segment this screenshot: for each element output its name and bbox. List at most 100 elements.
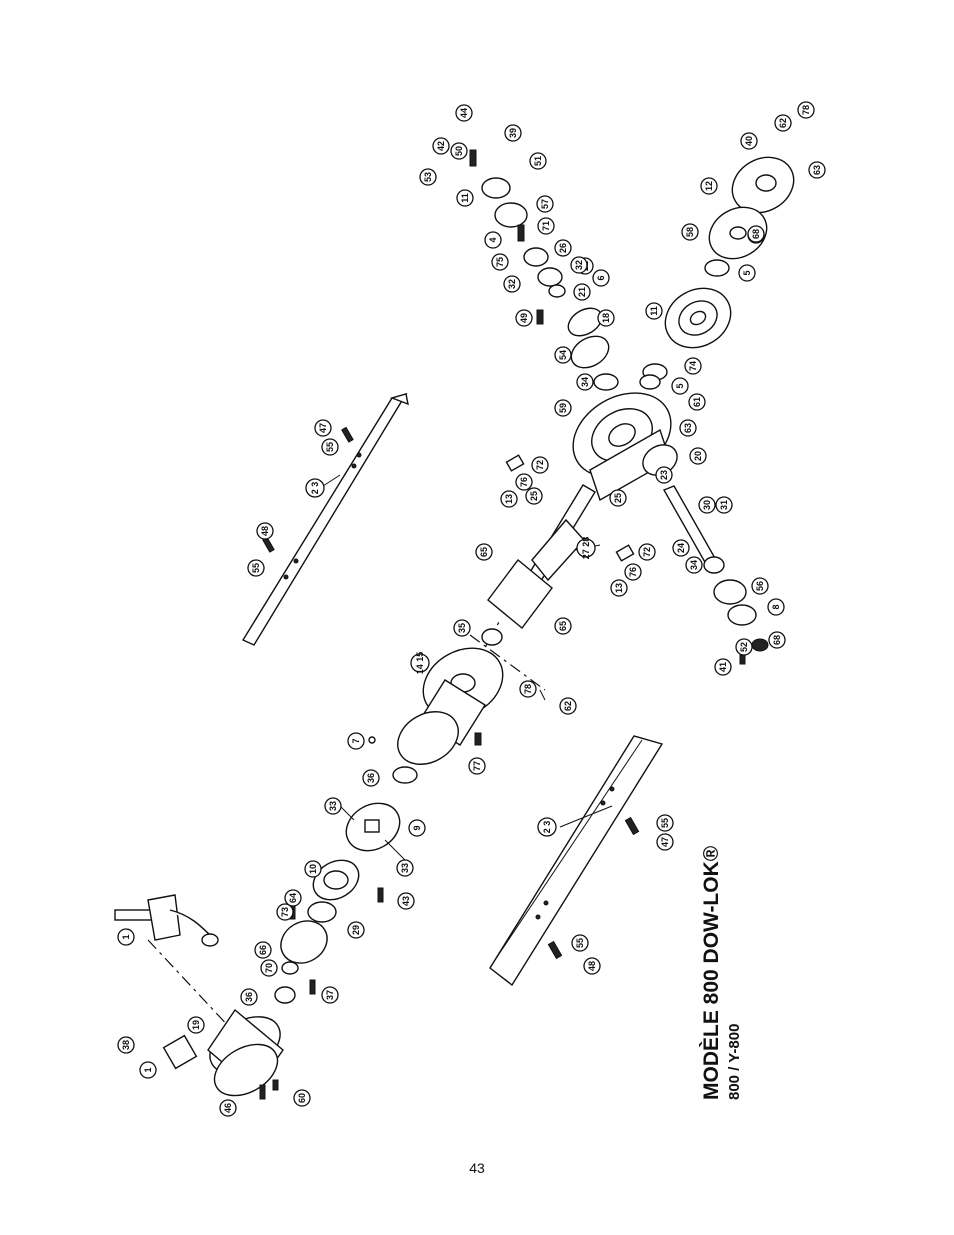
svg-text:40: 40 bbox=[744, 136, 754, 146]
callout-66: 66 bbox=[254, 941, 272, 959]
svg-text:30: 30 bbox=[702, 500, 712, 510]
callout-20: 20 bbox=[689, 447, 707, 465]
callout-8: 8 bbox=[767, 598, 785, 616]
svg-text:51: 51 bbox=[533, 156, 543, 166]
svg-text:58: 58 bbox=[685, 227, 695, 237]
svg-text:53: 53 bbox=[423, 172, 433, 182]
callout-21: 21 bbox=[573, 283, 591, 301]
svg-text:78: 78 bbox=[523, 684, 533, 694]
callout-27-28: 27 28 bbox=[576, 537, 596, 560]
callout-47a: 47 bbox=[314, 419, 332, 437]
callout-33b: 33 bbox=[396, 859, 414, 877]
callouts: 1 1 2 3 2 3 4 5 5 6 7 8 9 10 11 11 12 13… bbox=[117, 101, 826, 1117]
svg-text:13: 13 bbox=[504, 494, 514, 504]
svg-text:42: 42 bbox=[436, 141, 446, 151]
callout-52: 52 bbox=[735, 638, 753, 656]
callout-1b: 1 bbox=[139, 1061, 157, 1079]
svg-text:47: 47 bbox=[318, 423, 328, 433]
callout-63b: 63 bbox=[679, 419, 697, 437]
svg-text:39: 39 bbox=[508, 128, 518, 138]
lever-handle bbox=[114, 894, 219, 947]
svg-text:68: 68 bbox=[772, 635, 782, 645]
callout-75: 75 bbox=[491, 253, 509, 271]
svg-text:27 28: 27 28 bbox=[581, 537, 591, 560]
svg-text:55: 55 bbox=[251, 563, 261, 573]
callout-68a: 68 bbox=[747, 225, 765, 243]
svg-text:41: 41 bbox=[718, 662, 728, 672]
callout-70: 70 bbox=[260, 959, 278, 977]
svg-text:48: 48 bbox=[260, 526, 270, 536]
svg-text:1: 1 bbox=[121, 934, 131, 939]
svg-text:44: 44 bbox=[459, 108, 469, 118]
svg-text:38: 38 bbox=[121, 1040, 131, 1050]
callout-26: 26 bbox=[554, 239, 572, 257]
svg-text:59: 59 bbox=[558, 403, 568, 413]
svg-text:65: 65 bbox=[558, 621, 568, 631]
callout-55a: 55 bbox=[321, 438, 339, 456]
svg-text:34: 34 bbox=[689, 560, 699, 570]
callout-72a: 72 bbox=[531, 456, 549, 474]
svg-text:75: 75 bbox=[495, 257, 505, 267]
svg-text:76: 76 bbox=[519, 477, 529, 487]
svg-text:68: 68 bbox=[751, 229, 761, 239]
callout-11a: 11 bbox=[456, 189, 474, 207]
callout-40: 40 bbox=[740, 132, 758, 150]
svg-text:74: 74 bbox=[688, 361, 698, 371]
callout-55c: 55 bbox=[656, 814, 674, 832]
callout-36b: 36 bbox=[240, 988, 258, 1006]
svg-text:62: 62 bbox=[563, 701, 573, 711]
svg-text:47: 47 bbox=[660, 837, 670, 847]
callout-59: 59 bbox=[554, 399, 572, 417]
callout-62a: 62 bbox=[774, 114, 792, 132]
svg-text:54: 54 bbox=[558, 350, 568, 360]
callout-31: 31 bbox=[715, 496, 733, 514]
callout-35: 35 bbox=[453, 619, 471, 637]
callout-62b: 62 bbox=[559, 697, 577, 715]
callout-5b: 5 bbox=[738, 264, 756, 282]
svg-text:33: 33 bbox=[328, 801, 338, 811]
callout-2-3b: 2 3 bbox=[537, 817, 557, 837]
svg-text:72: 72 bbox=[642, 547, 652, 557]
svg-text:50: 50 bbox=[454, 146, 464, 156]
callout-23: 23 bbox=[655, 466, 673, 484]
callout-18: 18 bbox=[597, 309, 615, 327]
svg-text:32: 32 bbox=[574, 260, 584, 270]
svg-text:35: 35 bbox=[457, 623, 467, 633]
svg-text:63: 63 bbox=[683, 423, 693, 433]
svg-text:55: 55 bbox=[575, 938, 585, 948]
svg-text:55: 55 bbox=[660, 818, 670, 828]
svg-text:62: 62 bbox=[778, 118, 788, 128]
callout-77: 77 bbox=[468, 757, 486, 775]
svg-text:71: 71 bbox=[541, 221, 551, 231]
svg-text:48: 48 bbox=[587, 961, 597, 971]
callout-71: 71 bbox=[537, 217, 555, 235]
svg-text:33: 33 bbox=[400, 863, 410, 873]
svg-text:11: 11 bbox=[649, 306, 659, 316]
svg-text:10: 10 bbox=[308, 864, 318, 874]
title-block: MODÈLE 800 DOW-LOK® 800 / Y-800 bbox=[700, 846, 743, 1100]
svg-text:12: 12 bbox=[704, 181, 714, 191]
callout-65a: 65 bbox=[475, 543, 493, 561]
svg-text:63: 63 bbox=[812, 165, 822, 175]
callout-38: 38 bbox=[117, 1036, 135, 1054]
callout-33a: 33 bbox=[324, 797, 342, 815]
svg-text:76: 76 bbox=[628, 567, 638, 577]
callout-32a: 32 bbox=[570, 256, 588, 274]
callout-30: 30 bbox=[698, 496, 716, 514]
callout-29: 29 bbox=[347, 921, 365, 939]
svg-text:73: 73 bbox=[280, 907, 290, 917]
svg-text:5: 5 bbox=[675, 383, 685, 388]
callout-14-15: 14 15 bbox=[410, 652, 430, 674]
callout-63a: 63 bbox=[808, 161, 826, 179]
svg-text:31: 31 bbox=[719, 500, 729, 510]
callout-47b: 47 bbox=[656, 833, 674, 851]
callout-54: 54 bbox=[554, 346, 572, 364]
svg-text:8: 8 bbox=[771, 604, 781, 609]
callout-12: 12 bbox=[700, 177, 718, 195]
callout-34a: 34 bbox=[576, 373, 594, 391]
callout-43: 43 bbox=[397, 892, 415, 910]
callout-49: 49 bbox=[515, 309, 533, 327]
callout-2-3a: 2 3 bbox=[305, 478, 325, 498]
svg-text:7: 7 bbox=[351, 738, 361, 743]
